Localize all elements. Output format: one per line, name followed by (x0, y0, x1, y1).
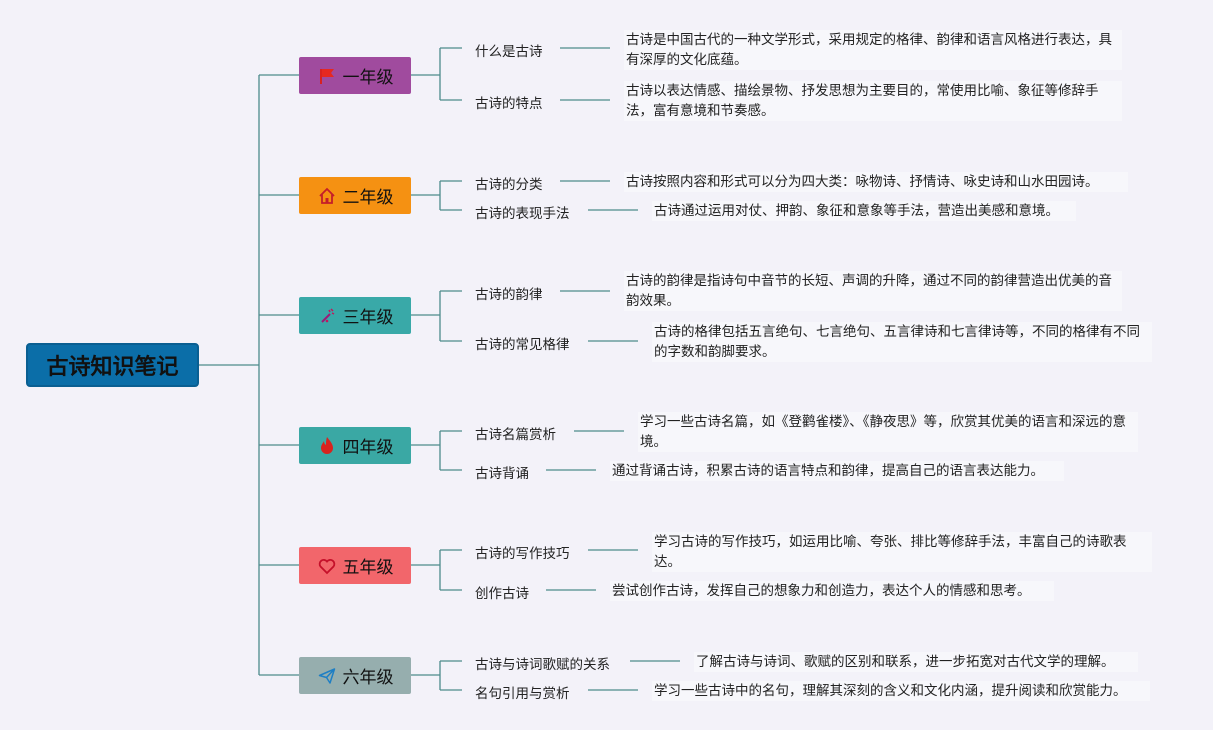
grade-node-4[interactable]: 四年级 (299, 427, 411, 464)
topic-node[interactable]: 古诗的分类 (475, 177, 543, 193)
topic-node[interactable]: 古诗的特点 (475, 96, 543, 112)
grade-label: 六年级 (342, 668, 394, 688)
topic-description: 尝试创作古诗，发挥自己的想象力和创造力，表达个人的情感和思考。 (610, 581, 1054, 601)
grade-label: 一年级 (342, 68, 394, 88)
grade-node-6[interactable]: 六年级 (299, 657, 411, 694)
topic-description: 了解古诗与诗词、歌赋的区别和联系，进一步拓宽对古代文学的理解。 (694, 652, 1138, 672)
topic-node[interactable]: 创作古诗 (475, 586, 529, 602)
home-icon (317, 186, 337, 206)
root-title: 古诗知识笔记 (46, 355, 179, 380)
topic-description: 古诗是中国古代的一种文学形式，采用规定的格律、韵律和语言风格进行表达，具有深厚的… (624, 30, 1122, 70)
grade-node-1[interactable]: 一年级 (299, 57, 411, 94)
topic-node[interactable]: 古诗的常见格律 (475, 337, 570, 353)
grade-label: 三年级 (342, 308, 394, 328)
topic-description: 学习古诗的写作技巧，如运用比喻、夸张、排比等修辞手法，丰富自己的诗歌表达。 (652, 532, 1152, 572)
topic-node[interactable]: 古诗的韵律 (475, 287, 543, 303)
topic-description: 古诗通过运用对仗、押韵、象征和意象等手法，营造出美感和意境。 (652, 201, 1076, 221)
heart-icon (317, 556, 337, 576)
paper-plane-icon (317, 666, 337, 686)
topic-description: 古诗的韵律是指诗句中音节的长短、声调的升降，通过不同的韵律营造出优美的音韵效果。 (624, 271, 1122, 311)
topic-node[interactable]: 古诗背诵 (475, 466, 529, 482)
topic-node[interactable]: 古诗与诗词歌赋的关系 (475, 657, 610, 673)
topic-node[interactable]: 古诗的写作技巧 (475, 546, 570, 562)
grade-node-3[interactable]: 三年级 (299, 297, 411, 334)
topic-description: 学习一些古诗中的名句，理解其深刻的含义和文化内涵，提升阅读和欣赏能力。 (652, 681, 1150, 701)
topic-node[interactable]: 什么是古诗 (475, 44, 543, 60)
topic-description: 古诗按照内容和形式可以分为四大类：咏物诗、抒情诗、咏史诗和山水田园诗。 (624, 172, 1128, 192)
grade-node-5[interactable]: 五年级 (299, 547, 411, 584)
flag-icon (317, 66, 337, 86)
topic-node[interactable]: 古诗的表现手法 (475, 206, 570, 222)
grade-label: 四年级 (342, 438, 394, 458)
topic-description: 古诗的格律包括五言绝句、七言绝句、五言律诗和七言律诗等，不同的格律有不同的字数和… (652, 322, 1152, 362)
grade-label: 二年级 (342, 188, 394, 208)
grade-label: 五年级 (342, 558, 394, 578)
topic-description: 学习一些古诗名篇，如《登鹳雀楼》、《静夜思》等，欣赏其优美的语言和深远的意境。 (638, 412, 1138, 452)
topic-node[interactable]: 名句引用与赏析 (475, 686, 570, 702)
grade-node-2[interactable]: 二年级 (299, 177, 411, 214)
root-node[interactable]: 古诗知识笔记 (26, 343, 199, 387)
topic-description: 古诗以表达情感、描绘景物、抒发思想为主要目的，常使用比喻、象征等修辞手法，富有意… (624, 81, 1122, 121)
topic-node[interactable]: 古诗名篇赏析 (475, 427, 556, 443)
topic-description: 通过背诵古诗，积累古诗的语言特点和韵律，提高自己的语言表达能力。 (610, 461, 1064, 481)
fire-icon (317, 436, 337, 456)
magic-wand-icon (317, 306, 337, 326)
